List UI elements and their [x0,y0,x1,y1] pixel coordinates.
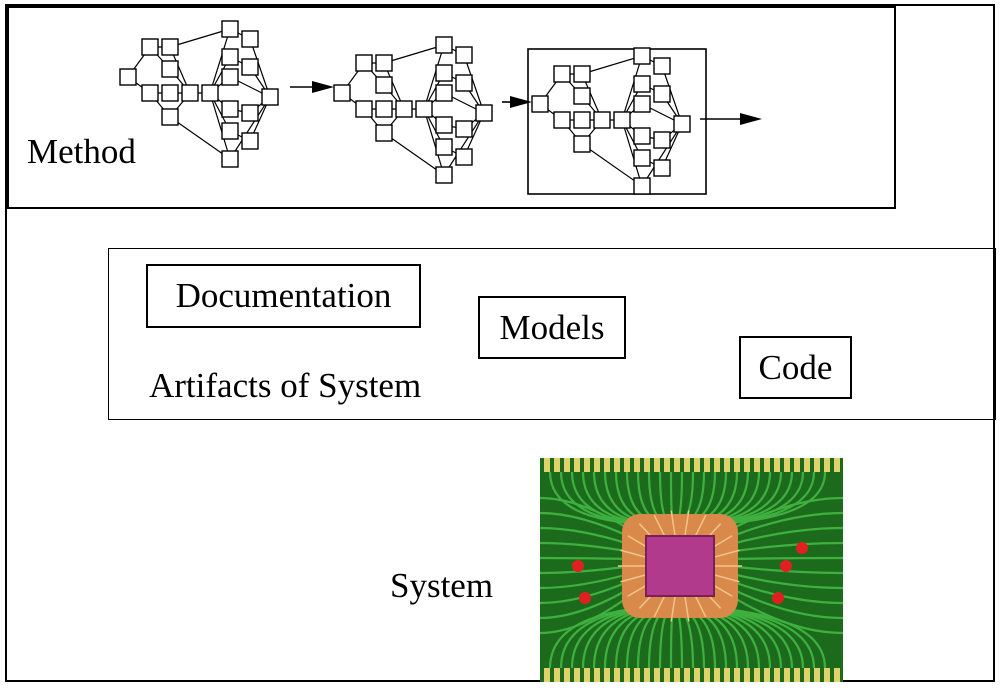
arrow-right-icon-head [740,113,762,125]
method-process-diagram [119,20,762,195]
chip-die [645,535,715,597]
artifact-documentation: Documentation [146,264,421,328]
circuit-chip-icon [540,458,843,682]
via [780,560,792,572]
artifacts-panel [108,248,996,420]
arrow-right-icon-head [312,81,334,93]
method-label: Method [27,132,136,171]
via [579,592,591,604]
process-network-icon [531,47,691,195]
via [796,542,808,554]
arrow-right-icon-head [510,96,532,108]
artifact-code: Code [739,336,852,399]
process-network-icon [333,36,493,184]
system-label: System [390,566,494,605]
artifacts-label: Artifacts of System [149,366,422,405]
via [572,560,584,572]
artifact-models: Models [478,296,626,359]
via [772,592,784,604]
process-network-icon [119,20,279,168]
method-panel [7,6,896,209]
outer-frame [5,4,995,682]
current-step-frame [527,48,707,195]
